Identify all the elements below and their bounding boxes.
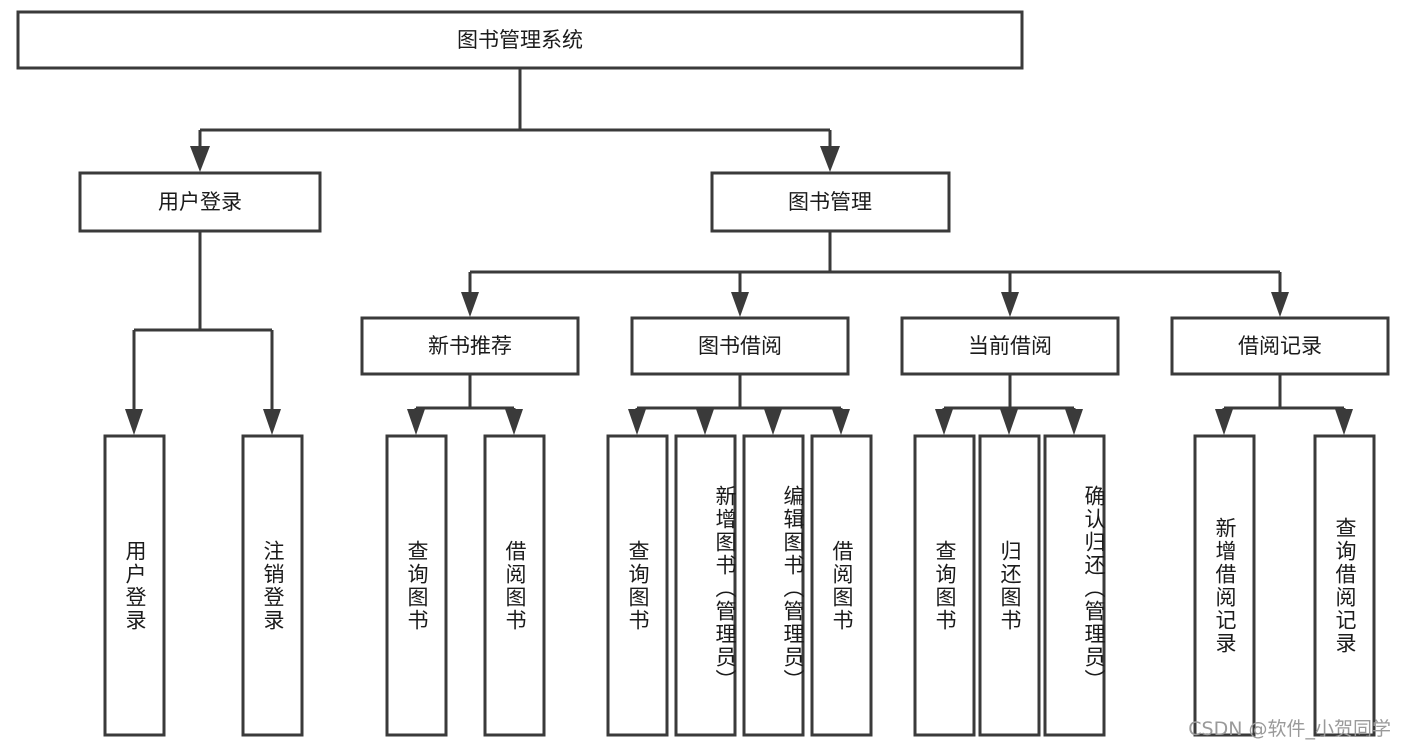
- node-box-user-login[interactable]: [78, 171, 322, 233]
- node-label-borrow-record: 借阅记录: [1238, 334, 1322, 358]
- arrow-head-nbr-borrow-book: [505, 409, 523, 435]
- arrow-head-book-mgmt: [820, 146, 840, 172]
- node-label-new-book-recommend: 新书推荐: [428, 334, 512, 358]
- node-label-current-borrow: 当前借阅: [968, 334, 1052, 358]
- node-box-borrow-record[interactable]: [1170, 316, 1390, 376]
- leaf-box-nbr-query-book[interactable]: [385, 434, 448, 737]
- node-box-book-management[interactable]: [710, 171, 951, 233]
- leaf-box-user-login[interactable]: [103, 434, 166, 737]
- arrow-head-user-login: [190, 146, 210, 172]
- node-layer: 图书管理系统 用户登录 图书管理 新书推荐 图书借阅 当前借阅 借阅记录: [16, 10, 1390, 737]
- node-box-root[interactable]: [16, 10, 1024, 70]
- leaf-box-br-query-record[interactable]: [1313, 434, 1376, 737]
- arrow-head-cb-return-book: [1000, 409, 1018, 435]
- leaf-box-br-add-record[interactable]: [1193, 434, 1256, 737]
- arrow-head-current-borrow: [1001, 292, 1019, 317]
- csdn-watermark: CSDN @软件_小贺同学: [1188, 718, 1391, 740]
- node-box-current-borrow[interactable]: [900, 316, 1120, 376]
- connector-layer: [125, 68, 1353, 435]
- node-label-book-management: 图书管理: [788, 190, 872, 214]
- arrow-head-bb-borrow-book: [832, 409, 850, 435]
- leaf-box-cb-query-book[interactable]: [913, 434, 976, 737]
- arrow-head-br-add-record: [1215, 409, 1233, 435]
- arrow-head-bb-add-book: [696, 409, 714, 435]
- leaf-box-cb-return-book[interactable]: [978, 434, 1041, 737]
- leaf-box-logout[interactable]: [241, 434, 304, 737]
- arrow-head-cb-confirm-return: [1065, 409, 1083, 435]
- leaf-box-bb-query-book[interactable]: [606, 434, 669, 737]
- node-label-user-login: 用户登录: [158, 190, 242, 214]
- arrow-head-borrow-record: [1271, 292, 1289, 317]
- arrow-head-bb-edit-book: [764, 409, 782, 435]
- leaf-box-nbr-borrow-book[interactable]: [483, 434, 546, 737]
- node-box-book-borrow[interactable]: [630, 316, 850, 376]
- node-label-book-borrow: 图书借阅: [698, 334, 782, 358]
- arrow-head-book-borrow: [731, 292, 749, 317]
- leaf-box-cb-confirm-return[interactable]: [1043, 434, 1106, 737]
- arrow-head-br-query-record: [1335, 409, 1353, 435]
- arrow-head-leaf-logout: [263, 409, 281, 435]
- arrow-head-bb-query-book: [628, 409, 646, 435]
- leaf-box-bb-borrow-book[interactable]: [810, 434, 873, 737]
- arrow-head-leaf-user-login: [125, 409, 143, 435]
- arrow-head-new-book-rec: [461, 292, 479, 317]
- node-box-new-book-recommend[interactable]: [360, 316, 580, 376]
- arrow-head-cb-query-book: [935, 409, 953, 435]
- node-label-root: 图书管理系统: [457, 28, 583, 52]
- leaf-box-bb-add-book[interactable]: [674, 434, 737, 737]
- arrow-head-nbr-query-book: [407, 409, 425, 435]
- leaf-box-bb-edit-book[interactable]: [742, 434, 805, 737]
